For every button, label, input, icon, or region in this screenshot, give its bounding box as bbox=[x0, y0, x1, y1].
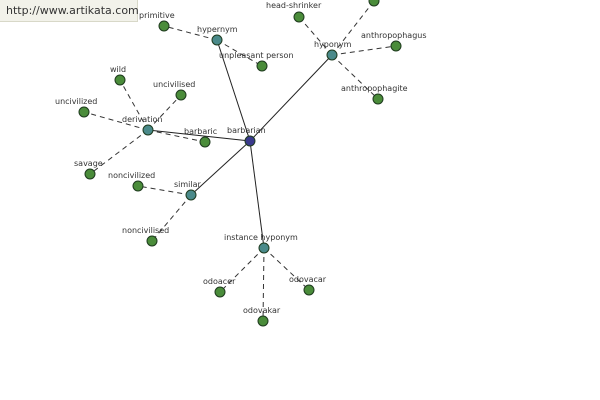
leaf-node-anthropophagite-label: anthropophagite bbox=[341, 84, 408, 93]
edge-instance-hyponym bbox=[249, 140, 265, 249]
relation-node-hypernym-label: hypernym bbox=[197, 25, 238, 34]
leaf-node-unpleasant-person[interactable] bbox=[256, 60, 268, 72]
edge-barbaric bbox=[147, 129, 206, 143]
edge-head-shrinker bbox=[298, 16, 333, 56]
relation-node-derivation-label: derivation bbox=[122, 115, 162, 124]
relation-node-hypernym[interactable] bbox=[211, 34, 223, 46]
leaf-node-uncivilized[interactable] bbox=[78, 106, 90, 118]
leaf-node-noncivilized-label: noncivilized bbox=[108, 171, 155, 180]
edge-uncivilized bbox=[83, 111, 149, 131]
edge-hypernym bbox=[216, 39, 251, 142]
leaf-node-odovakar-label: odovakar bbox=[243, 306, 281, 315]
edge-anthropophagus bbox=[331, 45, 397, 56]
leaf-node-uncivilised[interactable] bbox=[175, 89, 187, 101]
edge-noncivilised bbox=[151, 194, 192, 242]
leaf-node-odovacar[interactable] bbox=[303, 284, 315, 296]
edge-odoacer bbox=[219, 247, 265, 293]
leaf-node-anthropophagite[interactable] bbox=[372, 93, 384, 105]
relation-node-hyponym[interactable] bbox=[326, 49, 338, 61]
leaf-node-primitive[interactable] bbox=[158, 20, 170, 32]
relation-node-similar[interactable] bbox=[185, 189, 197, 201]
leaf-node-anthropophagus[interactable] bbox=[390, 40, 402, 52]
leaf-node-anthropophagus-label: anthropophagus bbox=[361, 31, 427, 40]
leaf-node-savage[interactable] bbox=[84, 168, 96, 180]
edge-hyponym-extra bbox=[331, 0, 375, 56]
leaf-node-noncivilised[interactable] bbox=[146, 235, 158, 247]
graph-nodes bbox=[78, 0, 402, 327]
edge-uncivilised bbox=[147, 94, 182, 131]
leaf-node-noncivilised-label: noncivilised bbox=[122, 226, 169, 235]
graph-labels: primitive unpleasant person head-shrinker a… bbox=[55, 1, 427, 315]
leaf-node-odovacar-label: odovacar bbox=[289, 275, 327, 284]
edge-wild bbox=[119, 79, 149, 131]
relation-node-instance-hyponym-label: instance hyponym bbox=[224, 233, 298, 242]
edge-similar bbox=[190, 140, 251, 196]
relation-node-derivation[interactable] bbox=[142, 124, 154, 136]
edge-savage bbox=[89, 129, 149, 175]
leaf-node-hyponym-extra[interactable] bbox=[368, 0, 380, 7]
center-node-barbarian-label: barbarian bbox=[227, 126, 266, 135]
edge-derivation bbox=[147, 129, 251, 142]
center-node-barbarian[interactable] bbox=[244, 135, 256, 147]
graph-edges bbox=[83, 0, 397, 322]
edge-hyponym bbox=[249, 54, 333, 142]
edge-anthropophagite bbox=[331, 54, 379, 100]
leaf-node-uncivilised-label: uncivilised bbox=[153, 80, 195, 89]
edge-primitive bbox=[163, 25, 218, 41]
leaf-node-uncivilized-label: uncivilized bbox=[55, 97, 97, 106]
leaf-node-noncivilized[interactable] bbox=[132, 180, 144, 192]
edge-odovacar bbox=[263, 247, 310, 291]
leaf-node-barbaric-label: barbaric bbox=[184, 127, 217, 136]
leaf-node-primitive-label: primitive bbox=[139, 11, 175, 20]
leaf-node-wild-label: wild bbox=[110, 65, 126, 74]
leaf-node-head-shrinker-label: head-shrinker bbox=[266, 1, 322, 10]
leaf-node-odoacer[interactable] bbox=[214, 286, 226, 298]
leaf-node-savage-label: savage bbox=[74, 159, 103, 168]
relation-node-similar-label: similar bbox=[174, 180, 202, 189]
site-url-badge[interactable]: http://www.artikata.com bbox=[0, 0, 139, 22]
leaf-node-wild[interactable] bbox=[114, 74, 126, 86]
leaf-node-barbaric[interactable] bbox=[199, 136, 211, 148]
leaf-node-odovakar[interactable] bbox=[257, 315, 269, 327]
edge-odovakar bbox=[262, 247, 265, 322]
leaf-node-unpleasant-person-label: unpleasant person bbox=[219, 51, 294, 60]
leaf-node-odoacer-label: odoacer bbox=[203, 277, 236, 286]
relation-node-instance-hyponym[interactable] bbox=[258, 242, 270, 254]
relation-node-hyponym-label: hyponym bbox=[314, 40, 352, 49]
leaf-node-head-shrinker[interactable] bbox=[293, 11, 305, 23]
